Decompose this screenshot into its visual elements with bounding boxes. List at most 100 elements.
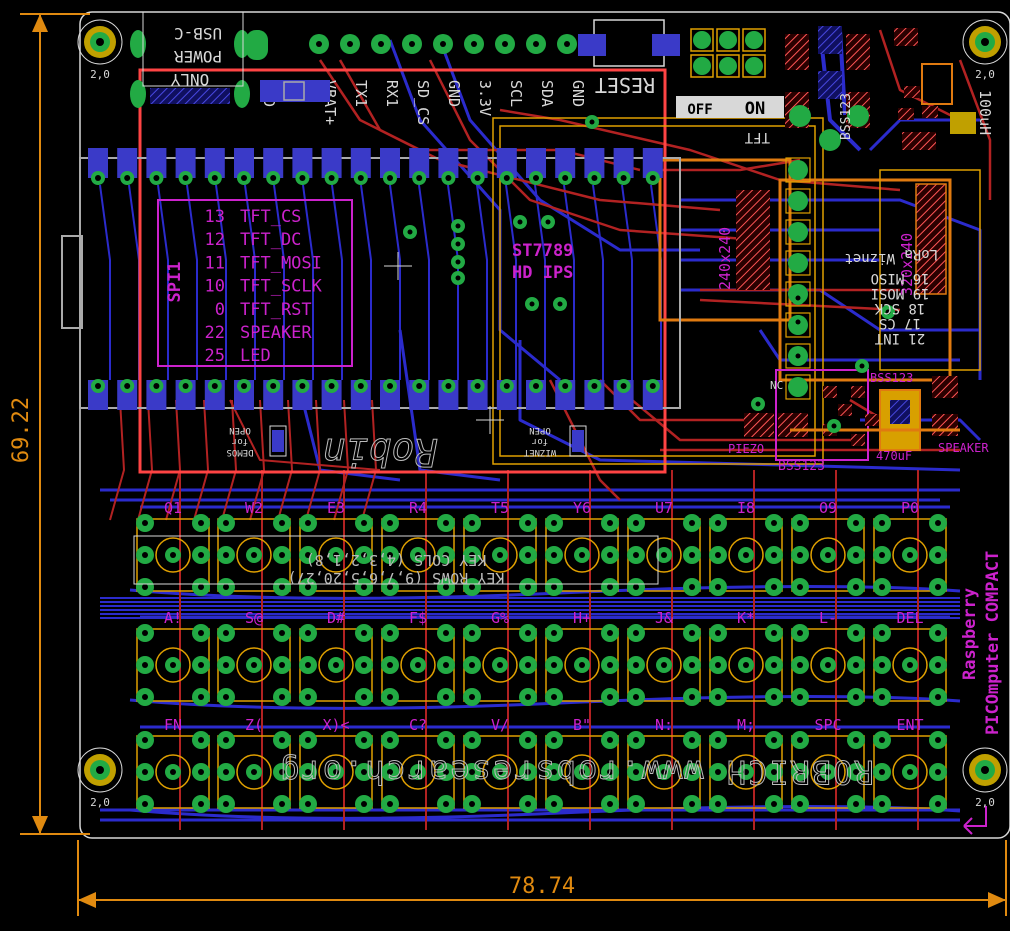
top-trace — [249, 399, 265, 521]
key-pin-hole — [797, 630, 803, 636]
via-hole — [831, 423, 837, 429]
key-pin-hole — [279, 584, 285, 590]
key-label: O9 — [819, 499, 837, 517]
diode-pad — [260, 80, 330, 102]
pico-pin-hole — [124, 175, 131, 181]
key-pin-hole — [689, 662, 695, 668]
key-pin-hole — [853, 584, 859, 590]
header-pin-hole — [409, 41, 415, 47]
hole-drill — [96, 766, 104, 774]
key-pin-hole — [689, 694, 695, 700]
bottom-trace — [518, 340, 961, 472]
key-switch: Z( — [217, 716, 291, 813]
display-fpc — [736, 190, 770, 290]
key-ring — [810, 754, 846, 790]
smd-pad — [851, 386, 865, 398]
pico-pad — [175, 148, 196, 178]
key-label: J& — [655, 609, 673, 627]
key-hole — [170, 662, 176, 668]
pico-pad — [146, 148, 167, 178]
key-ring — [482, 647, 518, 683]
pin-function: TFT_SCLK — [240, 277, 323, 297]
key-pin-hole — [689, 520, 695, 526]
key-pin-hole — [198, 630, 204, 636]
key-pin-hole — [142, 694, 148, 700]
key-pin-hole — [935, 801, 941, 807]
pico-pin-hole — [591, 175, 598, 181]
smd-pad — [865, 414, 879, 426]
hole-size-label: 2,0 — [975, 796, 995, 809]
key-pin-hole — [879, 584, 885, 590]
key-label: Y6 — [573, 499, 591, 517]
bottom-trace — [215, 184, 227, 380]
bottom-trace — [621, 184, 633, 380]
key-pin-hole — [797, 801, 803, 807]
key-ring — [400, 537, 436, 573]
via-hole — [589, 119, 595, 125]
pico-pad — [117, 148, 138, 178]
pin-function: TFT_MOSI — [240, 253, 322, 273]
bottom-trace — [244, 184, 256, 380]
key-pin-hole — [797, 769, 803, 775]
header-pin-hole — [533, 41, 539, 47]
key-switch: P0 — [873, 499, 947, 596]
header-pin-hole — [502, 41, 508, 47]
key-pin-hole — [361, 584, 367, 590]
switch-pin — [719, 57, 737, 75]
key-pin-hole — [443, 801, 449, 807]
key-pin-hole — [551, 694, 557, 700]
hole-drill — [981, 38, 989, 46]
tft-pin-frame — [785, 157, 811, 183]
mounting-hole: 2,0 — [77, 19, 123, 81]
top-trace — [619, 389, 860, 442]
key-ring — [482, 754, 518, 790]
key-pin-hole — [633, 737, 639, 743]
hole-size-label: 2,0 — [90, 68, 110, 81]
diode-body — [283, 81, 305, 101]
key-hole — [333, 662, 339, 668]
pico-pad — [496, 148, 517, 178]
key-pin-hole — [935, 737, 941, 743]
website-silk: ROBRICH www.robsresearch.org — [278, 753, 873, 791]
key-switch: FN — [136, 716, 210, 813]
key-ring — [236, 647, 272, 683]
key-pin-hole — [879, 769, 885, 775]
key-ring — [236, 754, 272, 790]
key-pin-hole — [607, 737, 613, 743]
key-pin-hole — [633, 801, 639, 807]
key-hole — [251, 552, 257, 558]
top-trace — [305, 399, 321, 521]
key-pin-hole — [387, 662, 393, 668]
key-pin-hole — [853, 801, 859, 807]
reset-pad-right — [652, 34, 680, 56]
key-switch: I8 — [709, 499, 783, 596]
key-ring — [810, 537, 846, 573]
key-legend-line: KEY ROWS (9,7,6,5,20,27) — [288, 569, 505, 587]
bottom-trace — [418, 184, 430, 380]
lora-pin-label: 18 SCK — [874, 300, 925, 316]
pico-pin-hole — [416, 383, 423, 389]
key-hole — [743, 662, 749, 668]
pico-pin-hole — [649, 383, 656, 389]
pico-pin-hole — [591, 383, 598, 389]
key-ring — [318, 754, 354, 790]
key-pin-hole — [223, 737, 229, 743]
pico-pin-hole — [533, 383, 539, 389]
smd-small — [898, 108, 914, 120]
key-pin-hole — [469, 520, 475, 526]
key-pin-hole — [361, 694, 367, 700]
key-hole — [825, 769, 831, 775]
key-pin-hole — [715, 630, 721, 636]
capacitor-pad — [890, 400, 910, 424]
pico-pin-hole — [649, 175, 656, 181]
key-label: K* — [737, 609, 755, 627]
key-pin-hole — [689, 630, 695, 636]
usb-label-line-3: ONLY — [170, 70, 209, 89]
pico-pad — [380, 148, 400, 178]
width-dimension-label: 78.74 — [509, 874, 575, 899]
usb-connector-pads — [150, 88, 230, 104]
pico-pad — [584, 148, 605, 178]
